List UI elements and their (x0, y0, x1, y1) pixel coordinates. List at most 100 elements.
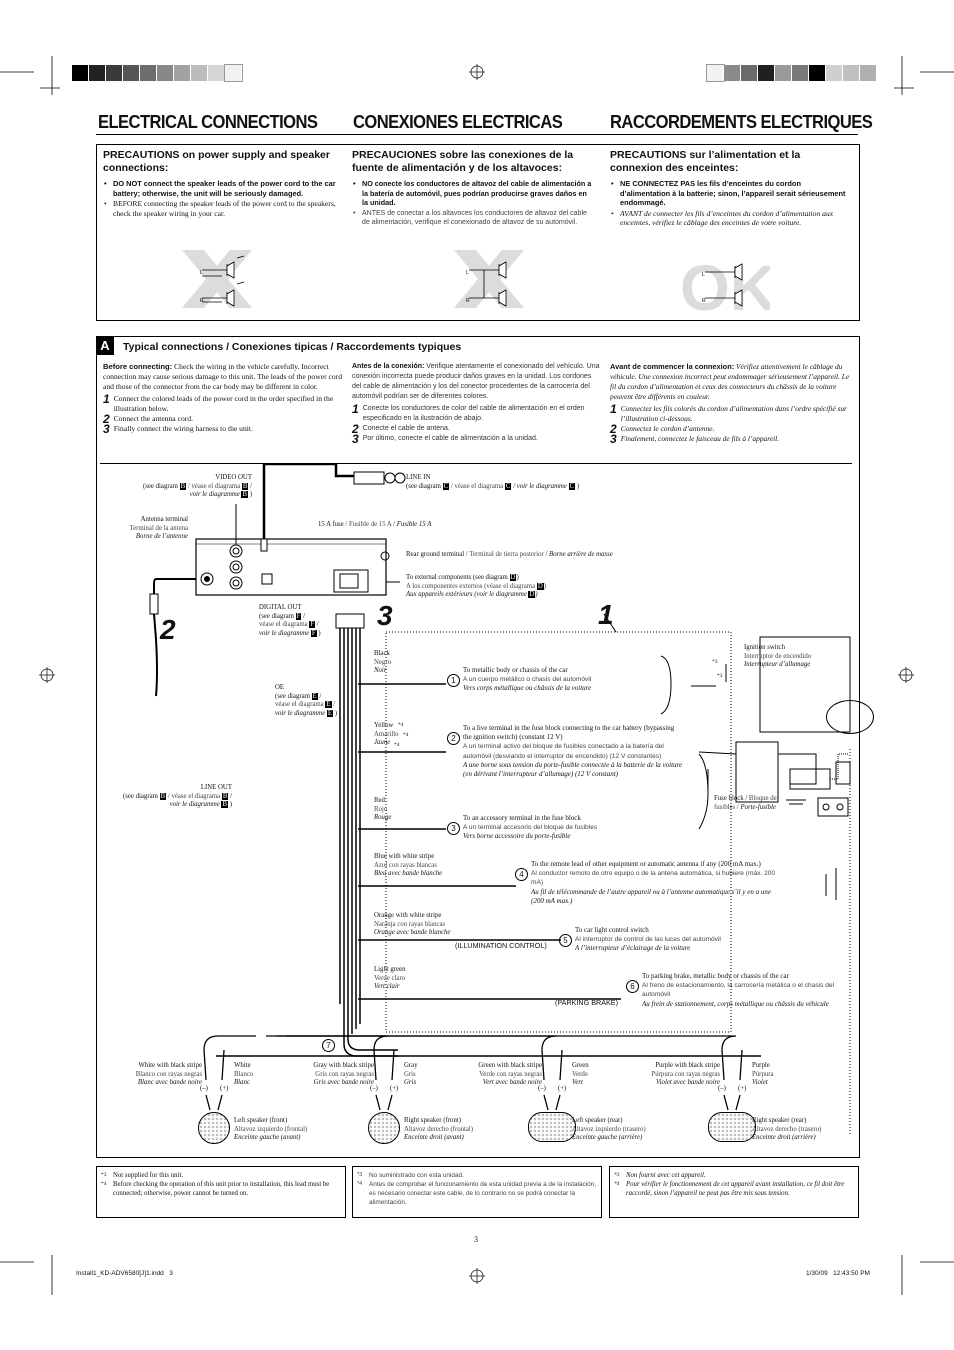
speaker-name-en: Right speaker (front) (404, 1117, 462, 1124)
wire-color-en: Yellow (374, 722, 394, 729)
section-title: Typical connections / Conexiones tipicas… (123, 341, 462, 353)
precautions-title-es: PRECAUCIONES sobre las conexiones de la … (352, 149, 574, 174)
color-swatch (224, 64, 243, 82)
speaker-pos-fr: Gris (404, 1079, 417, 1087)
footnote-mark-4-es: *4 (357, 1181, 363, 1187)
instructions-divider (100, 463, 852, 464)
wire-destination: To parking brake, metallic body or chass… (642, 972, 842, 1009)
heading-es: CONEXIONES ELECTRICAS (353, 112, 563, 132)
color-swatch (208, 65, 225, 81)
digital-out-label: DIGITAL OUT (see diagram F / véase el di… (259, 604, 321, 637)
color-swatch (826, 65, 843, 81)
step-number-3-es: 3 (352, 432, 359, 446)
wire-label-r: R (702, 298, 706, 304)
step-number-1-es: 1 (352, 402, 359, 416)
diagram-ref-b: B (179, 482, 187, 490)
wire-destination-en: To car light control switch (575, 926, 649, 934)
wire-destination-es: Al interruptor de control de las luces d… (575, 936, 721, 944)
diagram-ref-e: E (325, 701, 332, 709)
speaker-name-en: Left speaker (rear) (572, 1117, 623, 1124)
wire-number: 5 (559, 934, 572, 947)
oe-title: OE (275, 684, 285, 691)
diagram-ref-d: D (536, 582, 544, 590)
video-out-close: ) (249, 491, 252, 499)
wire-destination-es: A un terminal accesorio del bloque de fu… (463, 824, 598, 832)
correct-connection-illustration: OK L R (680, 252, 770, 316)
speaker-name-en: Left speaker (front) (234, 1117, 288, 1124)
wire-color-es: Verde claro (374, 974, 406, 982)
wire-destination: To car light control switch Al interrupto… (575, 926, 795, 954)
speaker-name-fr: Enceinte gauche (arrière) (572, 1134, 643, 1142)
wire-color-fr: Noir (374, 667, 387, 675)
ignition-es: Interruptor de encendido (744, 652, 812, 660)
speaker-neg-fr: Violet avec bande noire (656, 1079, 720, 1087)
footnote-3-en: Not supplied for this unit. (113, 1172, 184, 1179)
wire-destination-fr: Au fil de télécommande de l’autre appare… (531, 887, 771, 905)
diagram-ref-f: F (310, 629, 317, 637)
speaker-neg-en: White with black stripe (138, 1062, 202, 1069)
ignition-key-icon (826, 700, 874, 734)
diagram-ref-b: B (241, 482, 249, 490)
instructions-fr: Avant de commencer la connexion: Vérifie… (610, 362, 850, 445)
polarity-minus: (–) (538, 1085, 546, 1092)
speaker-pos-es: Púrpura (752, 1070, 774, 1078)
speaker-neg-en: Gray with black stripe (313, 1062, 374, 1069)
footnote-ref-4: *4 (398, 722, 404, 728)
fuse-block-fr: Porte-fusible (740, 803, 776, 811)
heading-en: ELECTRICAL CONNECTIONS (98, 112, 318, 132)
speaker-name-fr: Enceinte gauche (avant) (234, 1134, 301, 1142)
footnote-box-fr (609, 1166, 859, 1218)
speaker-neg-fr: Gris avec bande noire (313, 1079, 374, 1087)
video-out-es: / véase el diagrama (187, 482, 241, 490)
step-number-2-es: 2 (352, 422, 359, 436)
ignition-fr: Interrupteur d’allumage (744, 661, 811, 669)
video-out-fr: voir le diagramme (189, 491, 240, 499)
diagram-ref-c: C (504, 482, 512, 490)
color-swatch (758, 65, 775, 81)
wire-destination: To a live terminal in the fuse block con… (463, 724, 683, 779)
line-out-es: / véase el diagrama (167, 792, 221, 800)
color-swatch (106, 65, 123, 81)
oe-see: (see diagram (275, 692, 310, 700)
wire-color-en: Light green (374, 966, 406, 973)
speaker-label: Right speaker (rear)Altavoz derecho (tra… (752, 1117, 821, 1143)
wire-number: 2 (447, 732, 460, 745)
polarity-minus: (–) (718, 1085, 726, 1092)
step-3-fr: Finalement, connectez le faisceau de fil… (620, 434, 780, 443)
speaker-pos-es: Verde (572, 1070, 588, 1078)
precaution-bullet-1-es: NO conecte los conductores de altavoz de… (353, 179, 592, 208)
precaution-bullet-1-en: DO NOT connect the speaker leads of the … (104, 179, 343, 198)
ext-comp-en: To external components (see diagram (406, 574, 508, 581)
step-number-1-diagram: 1 (598, 599, 614, 630)
antenna-terminal-label: Antenna terminal Terminal de la antena B… (100, 516, 188, 542)
precautions-title-en: PRECAUTIONS on power supply and speaker … (103, 149, 330, 174)
precautions-en: PRECAUTIONS on power supply and speaker … (103, 149, 343, 219)
fuse-es: / Fusible de 15 A / (343, 521, 397, 528)
wire-color-fr: Jaune (374, 739, 391, 747)
wire-number: 3 (447, 822, 460, 835)
fuse-block-es: / Bloque de (743, 795, 777, 802)
polarity-plus: (+) (558, 1085, 567, 1092)
oe-es: véase el diagrama (275, 701, 324, 709)
speaker-wire (203, 1049, 225, 1111)
wire-color-es: Rojo (374, 805, 388, 813)
video-out-label: VIDEO OUT (see diagram B / véase el diag… (126, 474, 252, 500)
wire-destination-fr: A l’interrupteur d’éclairage de la voitu… (575, 944, 691, 953)
wire-label-l: L (466, 270, 469, 276)
speaker-pos-en: White (234, 1062, 251, 1069)
diagram-ref-d: D (528, 591, 536, 599)
step-1-fr: Connectez les fils colorés du cordon d’a… (620, 404, 847, 423)
footnote-mark-3-en: *3 (101, 1172, 107, 1178)
speaker-name-fr: Enceinte droit (avant) (404, 1134, 464, 1142)
line-out-fr: voir le diagramme (169, 801, 220, 809)
color-swatch (741, 65, 758, 81)
color-swatch (191, 65, 208, 81)
